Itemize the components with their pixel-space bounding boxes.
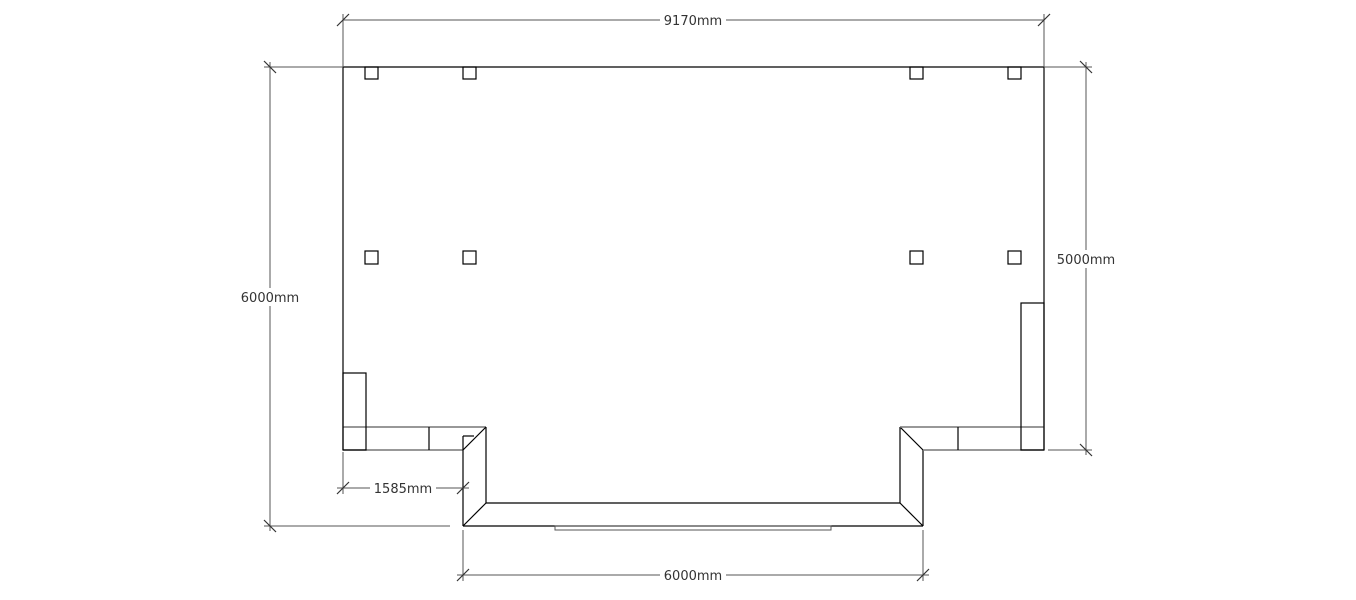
dimension-label-bottom: 6000mm: [664, 569, 722, 584]
dimension-bottom: 6000mm: [456, 530, 930, 584]
left-panel: [342, 372, 367, 451]
right-panel: [1020, 302, 1045, 451]
dimension-left: 6000mm: [238, 60, 450, 533]
dimension-label-top: 9170mm: [664, 14, 722, 29]
outer-wall: [342, 66, 1045, 450]
dimension-top: 9170mm: [336, 12, 1051, 67]
dimension-label-right: 5000mm: [1057, 253, 1115, 268]
dimension-label-bottom-left: 1585mm: [374, 482, 432, 497]
dimension-bottom-left: 1585mm: [336, 452, 470, 497]
walls: [342, 66, 1045, 531]
dimension-label-left: 6000mm: [241, 291, 299, 306]
posts: [364, 66, 1022, 265]
dimension-right: 5000mm: [1044, 60, 1118, 457]
window: [554, 525, 832, 531]
